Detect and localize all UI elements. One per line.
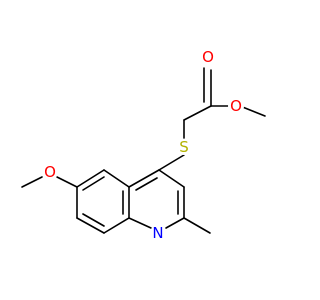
bond <box>183 217 211 234</box>
bond <box>56 176 78 188</box>
double-bond <box>82 213 105 227</box>
atom-labels: O O S O N <box>42 48 244 242</box>
oxygen-label: O <box>230 97 242 115</box>
atom-label-ester-oxygen: O <box>228 97 244 115</box>
bond <box>158 169 185 188</box>
atom-label-sulfur: S <box>176 138 192 156</box>
bond <box>239 105 266 117</box>
atom-label-methoxy-oxygen: O <box>42 163 58 181</box>
bond <box>76 217 105 234</box>
double-bond <box>135 177 158 191</box>
bond <box>103 217 130 234</box>
nitrogen-label: N <box>152 224 163 242</box>
bond <box>128 169 160 188</box>
bond <box>128 217 152 229</box>
oxygen-label: O <box>44 163 56 181</box>
atom-label-carbonyl-oxygen: O <box>200 48 216 66</box>
atom-label-ring-nitrogen: N <box>150 224 166 242</box>
bond <box>21 176 43 188</box>
sulfur-label: S <box>179 138 189 156</box>
bond <box>76 169 105 188</box>
bond-lines <box>21 67 266 234</box>
oxygen-label: O <box>202 48 214 66</box>
bond <box>103 169 130 188</box>
bond <box>165 217 185 229</box>
bond <box>158 154 185 171</box>
chemical-structure: O O S O N <box>21 48 266 242</box>
bond <box>183 105 212 121</box>
double-bond <box>82 176 105 191</box>
